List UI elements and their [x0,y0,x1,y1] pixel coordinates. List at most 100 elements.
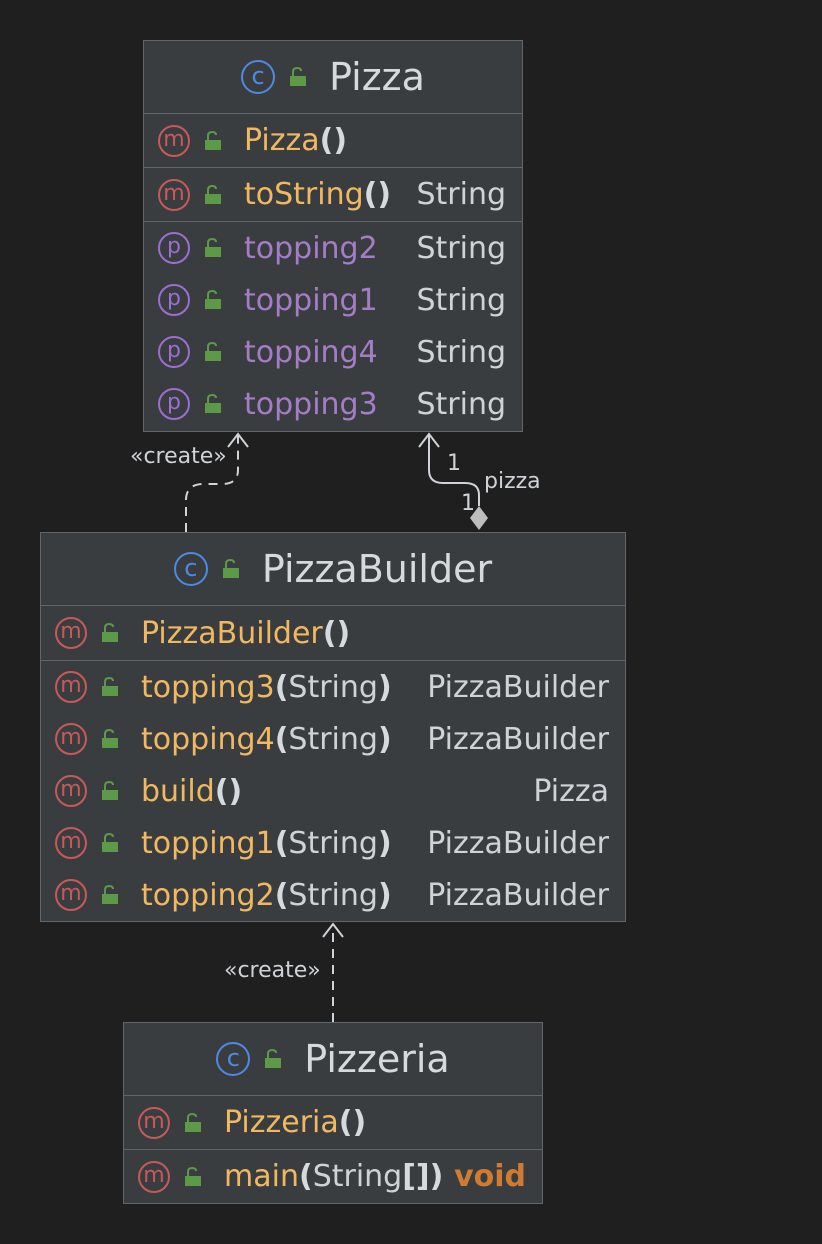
method-name: build [141,773,215,809]
param-type: String [288,669,378,705]
method-icon: m [158,124,190,157]
open-paren: ( [274,721,289,757]
method-signature: topping3(String) [141,670,392,705]
public-lock-icon [265,1049,282,1068]
param-type: String [312,1159,403,1194]
public-lock-icon [102,781,118,800]
public-lock-icon [290,67,307,86]
property-row[interactable]: p topping2 String [144,222,522,274]
class-name: Pizzeria [304,1037,450,1081]
public-lock-icon [205,290,221,309]
class-icon: c [216,1042,251,1076]
method-signature: main(String[]) [224,1159,443,1194]
public-lock-icon [205,184,221,204]
constructor-row[interactable]: m Pizzeria() [124,1096,542,1150]
method-name: PizzaBuilder [141,615,323,651]
method-icon: m [55,723,87,755]
property-type: String [416,334,506,370]
public-lock-icon [205,238,221,257]
open-paren: ( [338,1105,353,1140]
method-icon: m [138,1160,170,1193]
property-row[interactable]: p topping4 String [144,326,522,378]
method-row[interactable]: m main(String[]) void [124,1150,542,1203]
property-icon: p [158,232,190,264]
open-paren: ( [214,773,229,809]
open-paren: ( [274,669,289,705]
pizzeria-class-header: c Pizzeria [124,1023,542,1096]
method-row[interactable]: m topping2(String) PizzaBuilder [41,869,625,921]
close-paren: ) [377,177,392,212]
return-type: Pizza [533,773,609,809]
close-paren: ) [429,1159,444,1194]
return-type: PizzaBuilder [427,669,609,705]
create-dependency-line [185,434,239,532]
create-label-top: «create» [130,444,227,469]
open-paren: ( [274,825,289,861]
constructor-signature: Pizzeria() [224,1105,366,1140]
method-icon: m [138,1106,170,1139]
method-row[interactable]: m topping1(String) PizzaBuilder [41,817,625,869]
public-lock-icon [205,394,221,413]
property-row[interactable]: p topping3 String [144,378,522,430]
class-name: PizzaBuilder [261,547,493,591]
close-paren: ) [352,1105,367,1140]
property-row[interactable]: p topping1 String [144,274,522,326]
close-paren: ) [377,721,392,757]
pizzabuilder-class-box[interactable]: c PizzaBuilder m PizzaBuilder() m toppin… [40,532,626,922]
return-type: void [454,1159,526,1194]
composition-arrowhead [418,432,440,448]
param-type: String [288,877,378,913]
property-icon: p [158,336,190,368]
open-paren: ( [322,615,337,651]
method-signature: topping1(String) [141,826,392,861]
property-icon: p [158,284,190,316]
array-brackets: [] [402,1159,430,1194]
pizza-class-box[interactable]: c Pizza m Pizza() m toString() String p … [143,40,523,432]
method-signature: toString() [244,177,391,212]
public-lock-icon [205,342,221,361]
method-signature: topping4(String) [141,722,392,757]
public-lock-icon [185,1112,201,1132]
create-arrowhead-2 [322,922,344,938]
close-paren: ) [228,773,243,809]
method-icon: m [55,617,87,649]
constructor-row[interactable]: m PizzaBuilder() [41,606,625,661]
multiplicity-pizza-end: 1 [447,451,461,476]
method-row[interactable]: m build() Pizza [41,765,625,817]
method-row[interactable]: m toString() String [144,168,522,222]
method-row[interactable]: m topping4(String) PizzaBuilder [41,713,625,765]
property-type: String [416,230,506,266]
method-icon: m [55,827,87,859]
constructor-row[interactable]: m Pizza() [144,114,522,168]
return-type: PizzaBuilder [427,721,609,757]
open-paren: ( [363,177,378,212]
return-type: PizzaBuilder [427,877,609,913]
multiplicity-builder-end: 1 [461,491,475,516]
pizzabuilder-class-header: c PizzaBuilder [41,533,625,606]
constructor-signature: Pizza() [244,123,347,158]
method-signature: topping2(String) [141,878,392,913]
public-lock-icon [102,885,118,904]
public-lock-icon [102,623,118,642]
class-name: Pizza [329,55,425,99]
close-paren: ) [377,877,392,913]
method-signature: build() [141,774,242,809]
class-icon: c [173,552,208,586]
property-name: topping3 [244,386,378,422]
close-paren: ) [377,669,392,705]
method-name: topping4 [141,721,275,757]
property-name: topping1 [244,282,378,318]
close-paren: ) [377,825,392,861]
public-lock-icon [102,729,118,748]
composition-line [428,434,480,506]
property-icon: p [158,388,190,420]
method-row[interactable]: m topping3(String) PizzaBuilder [41,661,625,713]
return-type: String [416,177,506,212]
method-icon: m [55,671,87,703]
create-label-bottom: «create» [224,958,321,983]
method-name: topping2 [141,877,275,913]
public-lock-icon [102,833,118,852]
pizzeria-class-box[interactable]: c Pizzeria m Pizzeria() m main(String[])… [123,1022,543,1204]
open-paren: ( [298,1159,313,1194]
